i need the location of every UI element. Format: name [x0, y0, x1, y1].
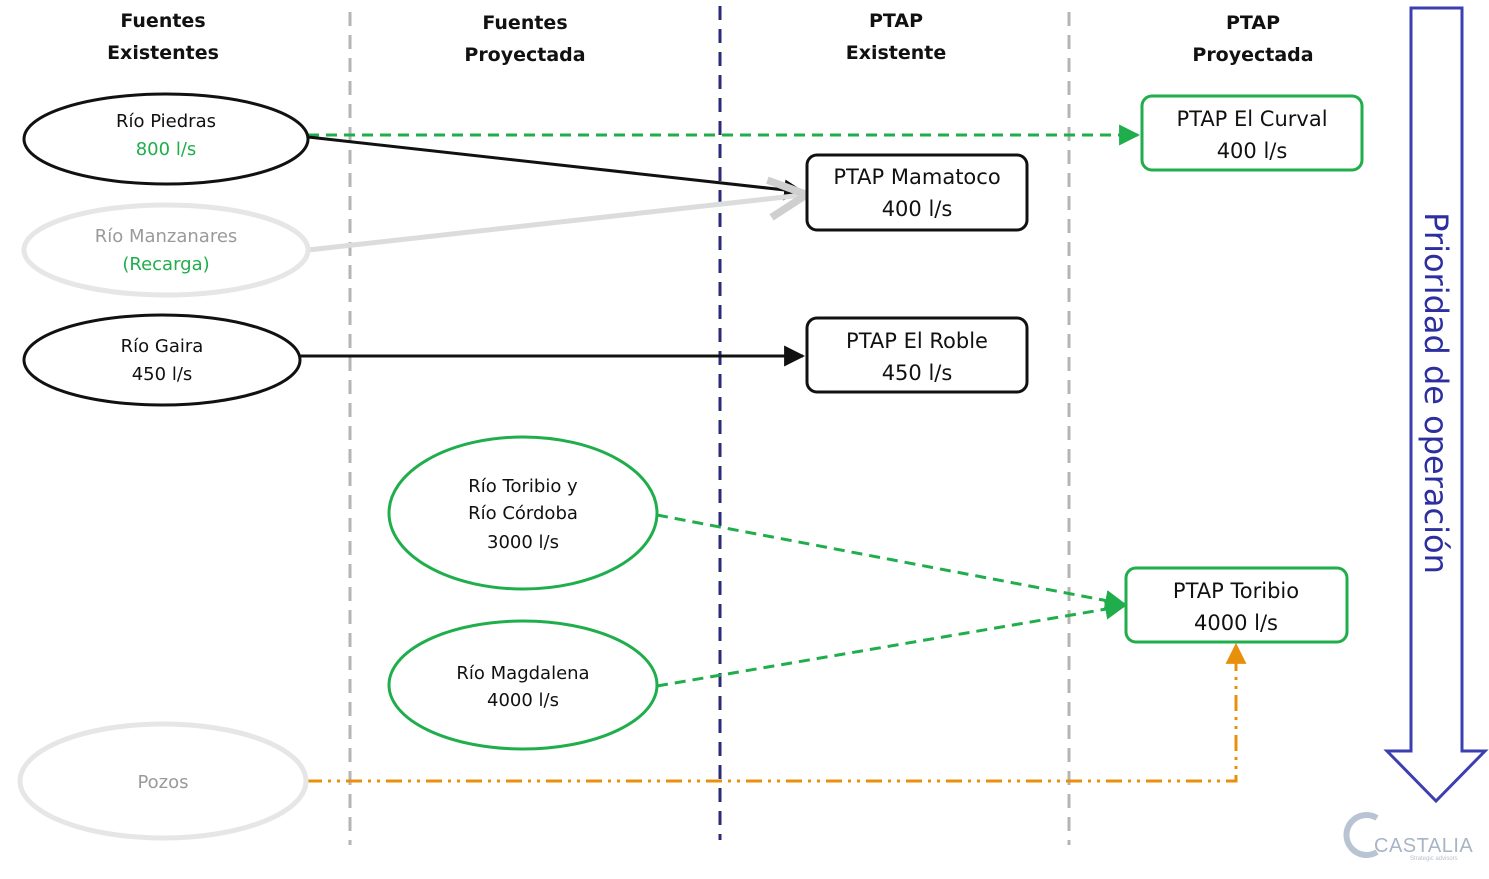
header-ptap-proyectada-line2: Proyectada [1192, 44, 1313, 66]
plant-el-curval-flow: 400 l/s [1217, 139, 1288, 163]
flow-magdalena-to-ptap-toribio [656, 598, 1127, 688]
flow-manzanares-to-mamatoco [307, 195, 803, 253]
source-rio-gaira[interactable]: Río Gaira 450 l/s [22, 313, 302, 407]
header-ptap-existente-line2: Existente [846, 42, 947, 64]
plant-mamatoco[interactable]: PTAP Mamatoco 400 l/s [805, 153, 1029, 232]
plant-el-roble-flow: 450 l/s [882, 361, 953, 385]
castalia-logo: CASTALIA Strategic advisors [1343, 812, 1473, 862]
source-rio-piedras-name: Río Piedras [116, 111, 216, 132]
castalia-logo-subtext: Strategic advisors [1410, 856, 1458, 862]
plant-el-curval[interactable]: PTAP El Curval 400 l/s [1140, 94, 1364, 172]
source-rio-toribio-line1: Río Toribio y [468, 476, 578, 497]
header-fuentes-proyectada: Fuentes Proyectada [464, 12, 585, 66]
source-rio-manzanares-name: Río Manzanares [95, 226, 238, 247]
priority-arrow: Prioridad de operación [1383, 6, 1489, 804]
flow-pozos-to-ptap-toribio [306, 642, 1247, 783]
source-rio-piedras-flow: 800 l/s [136, 139, 197, 160]
source-rio-magdalena[interactable]: Río Magdalena 4000 l/s [387, 619, 659, 751]
castalia-logo-mark [1343, 812, 1379, 858]
source-rio-gaira-flow: 450 l/s [132, 364, 193, 385]
source-rio-magdalena-name: Río Magdalena [456, 663, 589, 684]
header-fuentes-proyectada-line1: Fuentes [482, 12, 567, 34]
source-rio-manzanares-note: (Recarga) [122, 254, 209, 275]
header-ptap-existente-line1: PTAP [869, 10, 923, 32]
source-pozos[interactable]: Pozos [17, 721, 309, 841]
castalia-logo-text: CASTALIA [1374, 835, 1473, 857]
header-ptap-proyectada-line1: PTAP [1226, 12, 1280, 34]
source-rio-toribio-flow: 3000 l/s [487, 532, 559, 553]
source-rio-magdalena-flow: 4000 l/s [487, 690, 559, 711]
plant-el-roble-name: PTAP El Roble [846, 329, 988, 353]
header-fuentes-existentes-line2: Existentes [107, 42, 219, 64]
source-rio-piedras[interactable]: Río Piedras 800 l/s [22, 92, 310, 186]
plant-toribio[interactable]: PTAP Toribio 4000 l/s [1124, 566, 1349, 644]
header-fuentes-existentes-line1: Fuentes [120, 10, 205, 32]
plant-el-roble[interactable]: PTAP El Roble 450 l/s [805, 316, 1029, 394]
plant-mamatoco-name: PTAP Mamatoco [833, 165, 1000, 189]
plant-el-curval-name: PTAP El Curval [1176, 107, 1327, 131]
plant-toribio-flow: 4000 l/s [1194, 611, 1278, 635]
flow-piedras-to-mamatoco [307, 135, 806, 201]
header-ptap-existente: PTAP Existente [846, 10, 947, 64]
plant-mamatoco-flow: 400 l/s [882, 197, 953, 221]
flow-toribio-to-ptap-toribio [656, 513, 1127, 611]
source-rio-manzanares[interactable]: Río Manzanares (Recarga) [21, 202, 311, 298]
source-rio-toribio-line2: Río Córdoba [468, 503, 578, 524]
priority-label: Prioridad de operación [1417, 212, 1455, 574]
source-pozos-name: Pozos [137, 772, 188, 793]
source-rio-gaira-name: Río Gaira [121, 336, 204, 357]
header-fuentes-existentes: Fuentes Existentes [107, 10, 219, 64]
header-fuentes-proyectada-line2: Proyectada [464, 44, 585, 66]
priority-arrow-shape [1383, 6, 1489, 804]
header-ptap-proyectada: PTAP Proyectada [1192, 12, 1313, 66]
source-rio-toribio-cordoba[interactable]: Río Toribio y Río Córdoba 3000 l/s [387, 435, 659, 591]
plant-toribio-name: PTAP Toribio [1173, 579, 1299, 603]
